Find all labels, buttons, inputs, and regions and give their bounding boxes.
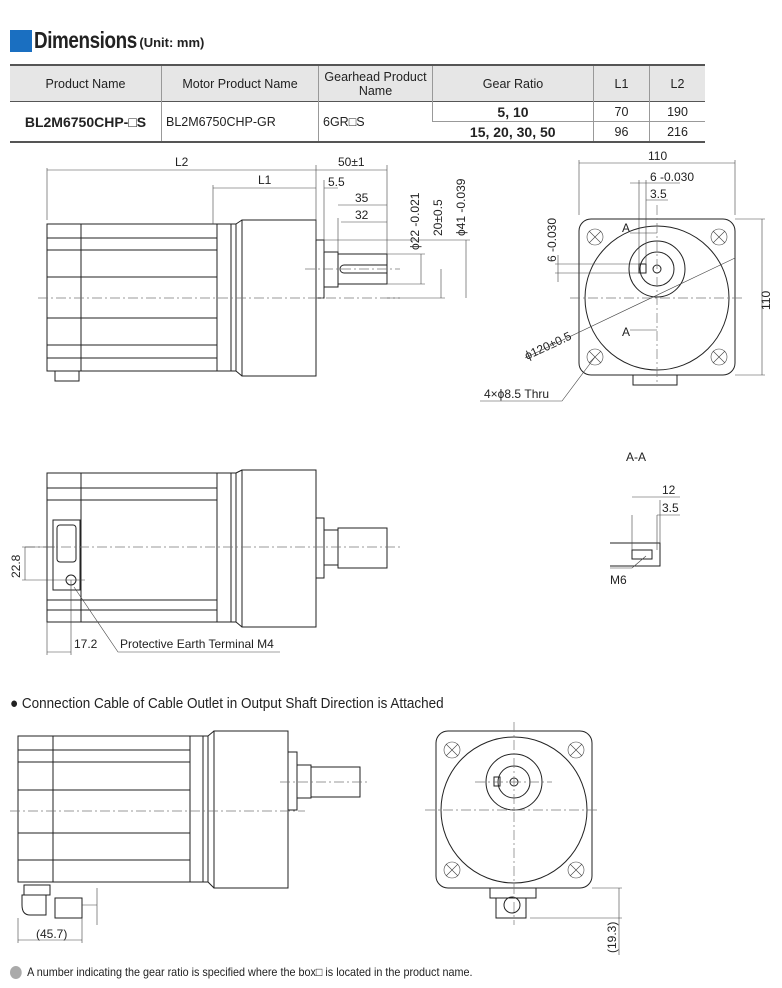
note-bullet-icon (10, 965, 22, 979)
section-a-a-label: A-A (626, 450, 646, 464)
l2-value: 216 (649, 121, 705, 142)
dim-110-height: 110 (759, 291, 773, 310)
col-gear-ratio: Gear Ratio (432, 65, 594, 102)
dim-l2: L2 (175, 155, 189, 169)
dim-key-6-vertical: 6 -0.030 (545, 218, 559, 262)
dim-32: 32 (355, 208, 369, 222)
side-view-middle: 22.8 17.2 Protective Earth Terminal M4 (9, 469, 400, 655)
dim-phi22: ϕ22 -0.021 (408, 192, 422, 250)
dim-12: 12 (662, 483, 676, 497)
dim-3-5-section: 3.5 (662, 501, 679, 515)
side-view-cable: (45.7) (10, 730, 370, 943)
col-gearhead-product-name: Gearhead Product Name (318, 65, 433, 102)
section-a-marker: A (622, 221, 630, 235)
gearhead-product-name: 6GR□S (318, 101, 433, 142)
col-l2: L2 (649, 65, 705, 102)
title-marker (10, 30, 32, 52)
dim-110-width: 110 (648, 149, 667, 163)
dim-45-7: (45.7) (36, 927, 67, 941)
l2-value: 190 (649, 101, 705, 122)
dim-m6: M6 (610, 573, 627, 587)
gear-ratio: 15, 20, 30, 50 (469, 123, 556, 140)
cable-section-title: ● Connection Cable of Cable Outlet in Ou… (10, 695, 444, 712)
product-name: BL2M6750CHP-□S (24, 113, 147, 130)
dim-5-5: 5.5 (328, 175, 345, 189)
col-motor-product-name: Motor Product Name (161, 65, 319, 102)
section-a-a: A-A 12 3.5 M6 (610, 450, 680, 587)
dim-17-2: 17.2 (74, 637, 98, 651)
dim-key-6: 6 -0.030 (650, 170, 694, 184)
motor-product-name: BL2M6750CHP-GR (161, 101, 319, 142)
col-product-name: Product Name (10, 65, 162, 102)
front-view-top: 110 6 -0.030 3.5 6 -0.030 110 A A ϕ120±0… (480, 149, 773, 402)
dim-phi120: ϕ120±0.5 (522, 329, 574, 363)
dim-35: 35 (355, 191, 369, 205)
title-text: Dimensions (34, 27, 137, 53)
earth-terminal-label: Protective Earth Terminal M4 (120, 637, 274, 651)
side-view-top: L2 L1 50±1 5.5 35 32 ϕ22 -0.021 20±0.5 ϕ… (38, 155, 470, 382)
dim-l1: L1 (258, 173, 272, 187)
dim-19-3: (19.3) (605, 922, 619, 953)
page-title: Dimensions (Unit: mm) (10, 28, 204, 52)
cable-section-title-text: Connection Cable of Cable Outlet in Outp… (21, 695, 444, 712)
dim-20: 20±0.5 (431, 199, 445, 236)
dim-22-8: 22.8 (9, 554, 23, 578)
table-row: BL2M6750CHP-□S BL2M6750CHP-GR 6GR□S 5, 1… (10, 101, 705, 142)
product-table: Product Name Motor Product Name Gearhead… (10, 64, 705, 143)
section-a-marker: A (622, 325, 630, 339)
dim-holes: 4×ϕ8.5 Thru (484, 387, 549, 401)
footnote-text: A number indicating the gear ratio is sp… (27, 965, 473, 979)
dim-phi41: ϕ41 -0.039 (454, 178, 468, 236)
dim-3-5: 3.5 (650, 187, 667, 201)
front-view-cable: (19.3) (425, 722, 622, 955)
dim-shaft-length: 50±1 (338, 155, 365, 169)
col-l1: L1 (593, 65, 650, 102)
footnote: A number indicating the gear ratio is sp… (10, 965, 472, 979)
gear-ratio: 5, 10 (432, 101, 594, 122)
unit-label: (Unit: mm) (139, 35, 205, 50)
l1-value: 70 (593, 101, 650, 122)
l1-value: 96 (593, 121, 650, 142)
